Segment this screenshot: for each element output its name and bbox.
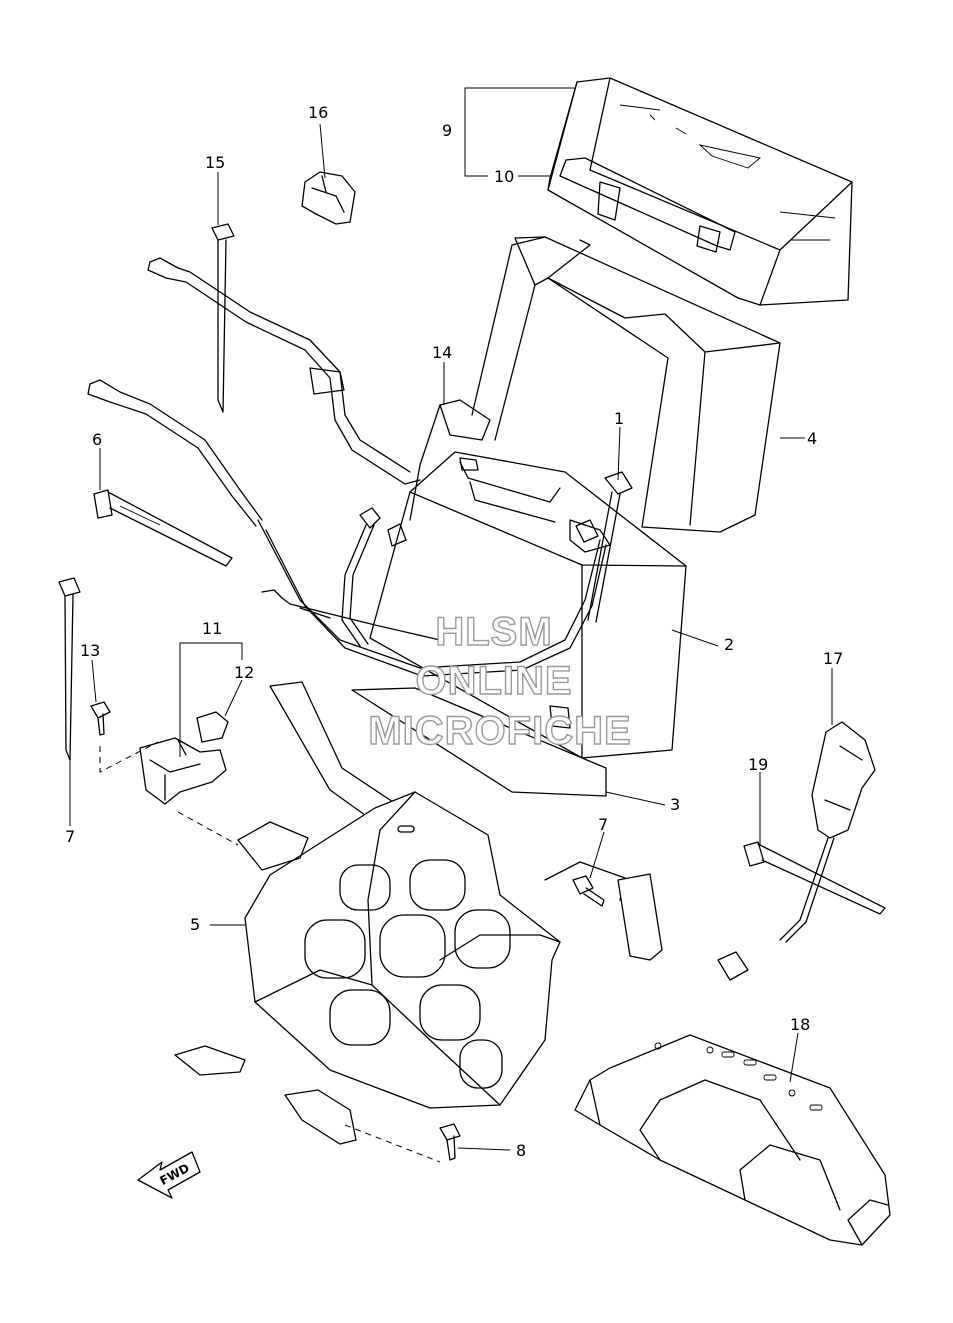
band-6 [93, 489, 233, 567]
callout-17: 17 [823, 649, 843, 668]
watermark-line-2: ONLINE [415, 659, 572, 703]
cable-tie-upper [211, 223, 235, 413]
watermark-line-3: MICROFICHE [368, 709, 631, 753]
callout-labels: 1 2 3 4 5 6 7 7 8 9 10 11 12 13 14 15 16… [65, 103, 843, 1160]
callout-19: 19 [748, 755, 768, 774]
callout-10: 10 [494, 167, 514, 186]
callout-12: 12 [234, 663, 254, 682]
clamp [301, 171, 356, 225]
fuse-12 [196, 711, 229, 743]
callout-15: 15 [205, 153, 225, 172]
terminal-bolt [587, 471, 633, 623]
callout-5: 5 [190, 915, 200, 934]
callout-8: 8 [516, 1141, 526, 1160]
callout-13: 13 [80, 641, 100, 660]
bolt-8 [439, 1123, 461, 1161]
callout-16: 16 [308, 103, 328, 122]
watermark-line-1: HLSM [435, 610, 552, 654]
callout-7-right: 7 [598, 815, 608, 834]
callout-7-left: 7 [65, 827, 75, 846]
callout-11: 11 [202, 619, 222, 638]
bolt-7-right [572, 875, 605, 907]
callout-9: 9 [442, 121, 452, 140]
battery-band [471, 236, 781, 533]
callout-14: 14 [432, 343, 452, 362]
heat-shield [574, 1034, 891, 1246]
battery [369, 451, 687, 759]
fwd-arrow: FWD [137, 1151, 201, 1199]
callout-4: 4 [807, 429, 817, 448]
battery-pad [351, 687, 607, 797]
watermark: HLSM ONLINE MICROFICHE [368, 609, 632, 753]
leader-lines [69, 87, 833, 1163]
callout-3: 3 [670, 795, 680, 814]
bolt-13 [90, 701, 111, 736]
battery-cover [547, 77, 853, 306]
callout-6: 6 [92, 430, 102, 449]
battery-cables [87, 257, 607, 677]
callout-18: 18 [790, 1015, 810, 1034]
callout-1: 1 [614, 409, 624, 428]
callout-2: 2 [724, 635, 734, 654]
starter-relay [139, 737, 227, 805]
battery-box [174, 681, 663, 1145]
band-19 [743, 841, 886, 915]
cable-tie-left [58, 577, 81, 761]
dc-socket [717, 721, 876, 981]
